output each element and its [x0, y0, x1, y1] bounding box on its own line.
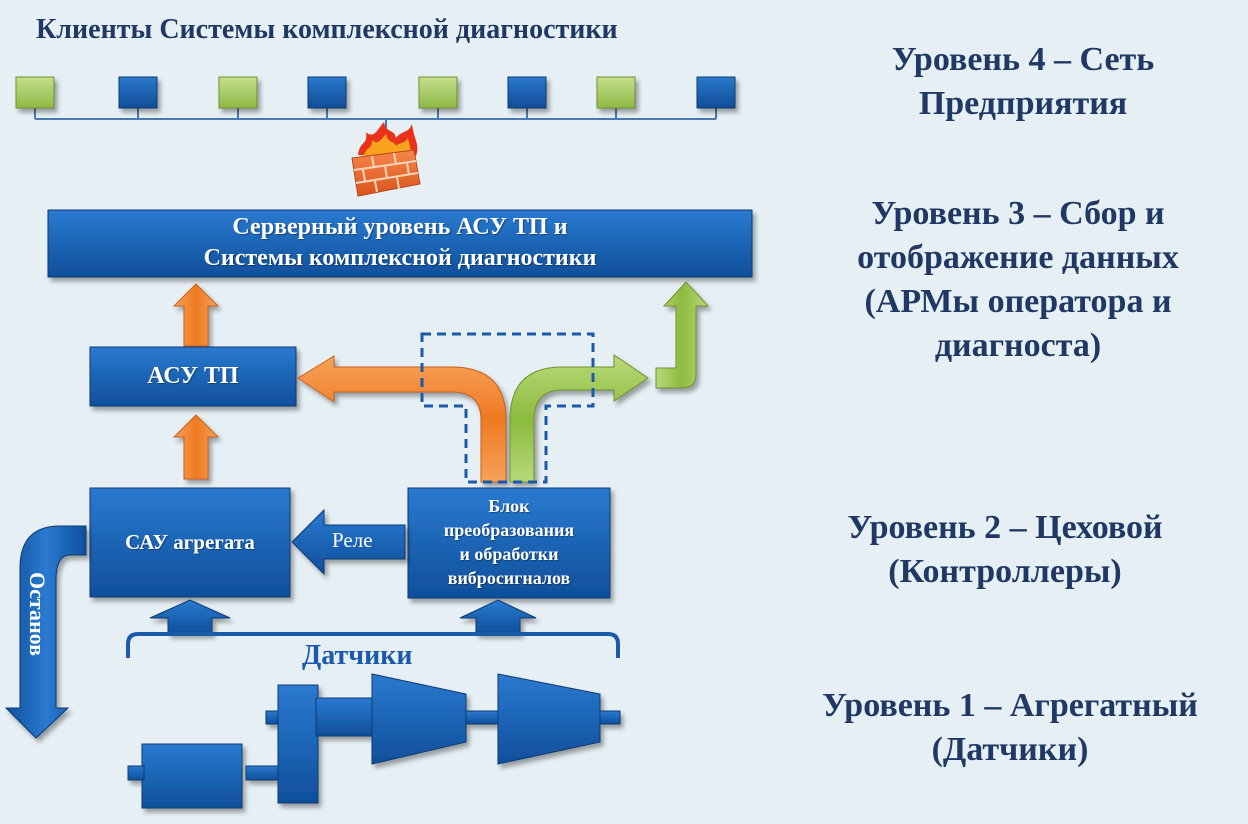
shutdown-arrow [4, 525, 87, 739]
server-box-label: Серверный уровень АСУ ТП и Системы компл… [48, 212, 752, 274]
level2-line2: (Контроллеры) [888, 553, 1122, 590]
level2-title: Уровень 2 – Цеховой (Контроллеры) [820, 506, 1190, 594]
level3-line1: Уровень 3 – Сбор и [871, 195, 1165, 232]
level3-title: Уровень 3 – Сбор и отображение данных (А… [820, 192, 1216, 368]
client-node [596, 76, 636, 109]
block-line4: вибросигналов [447, 568, 571, 588]
asu-tp-label: АСУ ТП [147, 363, 239, 389]
sau-label: САУ агрегата [125, 530, 255, 554]
level2-line1: Уровень 2 – Цеховой [847, 509, 1163, 546]
arrow-asu-to-server [172, 283, 220, 347]
arrow-block-to-server [509, 281, 710, 483]
vibration-block-box [407, 487, 611, 599]
level3-line4: диагноста) [934, 327, 1102, 364]
sensors-bracket [126, 632, 620, 658]
server-line1: Серверный уровень АСУ ТП и [232, 214, 568, 240]
level1-line1: Уровень 1 – Агрегатный [822, 687, 1198, 724]
sau-box [89, 487, 291, 598]
block-line3: и обработки [459, 544, 559, 564]
asu-tp-box [89, 346, 297, 407]
clients-title: Клиенты Системы комплексной диагностики [36, 14, 618, 45]
sensors-label: Датчики [302, 640, 413, 671]
client-node [15, 76, 55, 109]
client-node [218, 76, 258, 109]
client-node [418, 76, 458, 109]
vibration-block-label: Блок преобразования и обработки вибросиг… [408, 494, 610, 590]
client-node [307, 76, 347, 109]
level3-line2: отображение данных [857, 239, 1179, 276]
arrow-block-to-asu [297, 355, 507, 483]
sensor-arrows [149, 599, 537, 635]
level1-title: Уровень 1 – Агрегатный (Датчики) [796, 684, 1224, 772]
level4-line1: Уровень 4 – Сеть [891, 41, 1155, 78]
dashed-outline [420, 332, 595, 484]
client-node [507, 76, 547, 109]
firewall-icon [351, 122, 421, 197]
turbine-unit-icon [127, 673, 621, 809]
server-line2: Системы комплексной диагностики [203, 245, 597, 271]
client-nodes [15, 76, 736, 109]
arrow-sau-to-asu [172, 414, 220, 480]
block-line1: Блок [488, 496, 530, 516]
level3-line3: (АРМы оператора и [864, 283, 1172, 320]
shutdown-label: Останов [25, 572, 50, 656]
level4-line2: Предприятия [918, 85, 1128, 122]
relay-label: Реле [332, 528, 373, 552]
relay-arrow [291, 508, 406, 576]
level1-line2: (Датчики) [931, 731, 1089, 768]
server-box [47, 209, 753, 278]
client-node [118, 76, 158, 109]
level4-title: Уровень 4 – Сеть Предприятия [840, 38, 1206, 126]
client-node [696, 76, 736, 109]
block-line2: преобразования [443, 520, 575, 540]
